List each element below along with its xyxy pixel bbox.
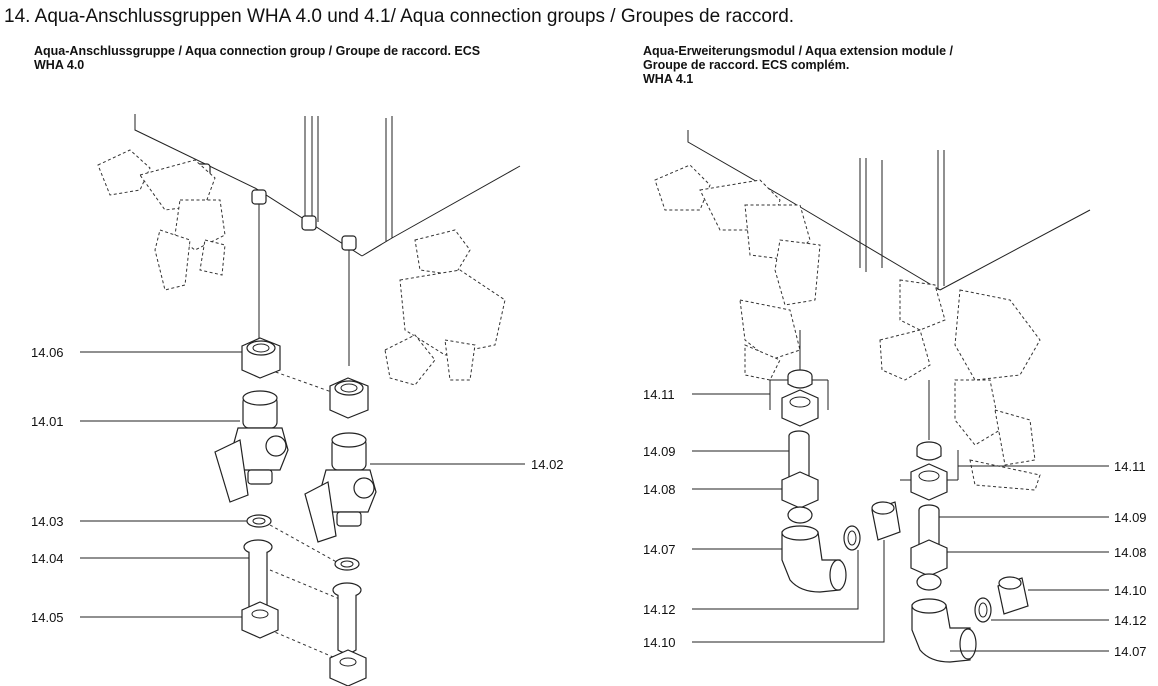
label-14-07-right: 14.07 bbox=[1114, 644, 1147, 659]
part-14-07-elbow-left bbox=[781, 525, 847, 593]
part-14-11-cap-and-nut-right bbox=[910, 441, 948, 501]
left-subtitle-line2: WHA 4.0 bbox=[34, 58, 85, 72]
part-14-09-pipe-left bbox=[788, 430, 810, 481]
right-boiler-housing bbox=[687, 130, 1091, 291]
left-callout-leaders bbox=[80, 351, 525, 618]
label-14-01: 14.01 bbox=[31, 414, 64, 429]
label-14-12-right: 14.12 bbox=[1114, 613, 1147, 628]
part-14-05-nut bbox=[241, 601, 367, 686]
label-14-07-left: 14.07 bbox=[643, 542, 676, 557]
part-14-12-seal-left bbox=[843, 525, 861, 551]
page-heading: 14. Aqua-Anschlussgruppen WHA 4.0 und 4.… bbox=[4, 6, 795, 27]
label-14-04: 14.04 bbox=[31, 551, 64, 566]
label-14-09-left: 14.09 bbox=[643, 444, 676, 459]
left-existing-valves-ghost bbox=[97, 149, 506, 386]
right-panel-subtitle: Aqua-Erweiterungsmodul / Aqua extension … bbox=[643, 44, 953, 86]
label-14-11-left: 14.11 bbox=[643, 387, 675, 402]
part-14-01-ball-valve bbox=[214, 390, 289, 503]
left-panel-subtitle: Aqua-Anschlussgruppe / Aqua connection g… bbox=[34, 44, 480, 72]
part-14-02-ball-valve bbox=[304, 432, 377, 543]
part-14-04-pipe bbox=[243, 539, 362, 654]
part-14-08-nut-right bbox=[910, 539, 948, 591]
right-subtitle-line1: Aqua-Erweiterungsmodul / Aqua extension … bbox=[643, 44, 953, 58]
right-existing-group-ghost bbox=[654, 164, 1041, 491]
right-exploded-view: 14.11 14.09 14.08 14.07 14.12 14.10 14.1… bbox=[643, 130, 1147, 663]
left-exploded-view: 14.06 14.01 14.03 14.04 14.05 14.02 bbox=[31, 114, 564, 686]
right-callout-leaders bbox=[692, 393, 1109, 652]
part-14-06-union-nut bbox=[241, 337, 281, 379]
part-14-10-nipple-left bbox=[871, 501, 901, 541]
right-subtitle-line2: Groupe de raccord. ECS complém. bbox=[643, 58, 850, 72]
right-subtitle-line3: WHA 4.1 bbox=[643, 72, 694, 86]
label-14-05: 14.05 bbox=[31, 610, 64, 625]
part-14-07-elbow-right bbox=[911, 598, 977, 663]
part-14-08-nut-left bbox=[781, 471, 819, 524]
label-14-10-right: 14.10 bbox=[1114, 583, 1147, 598]
label-14-11-right: 14.11 bbox=[1114, 459, 1146, 474]
left-subtitle-line1: Aqua-Anschlussgruppe / Aqua connection g… bbox=[34, 44, 481, 58]
label-14-08-right: 14.08 bbox=[1114, 545, 1147, 560]
part-14-11-cap-and-nut-left bbox=[781, 369, 819, 427]
label-14-09-right: 14.09 bbox=[1114, 510, 1147, 525]
part-14-09-pipe-right bbox=[918, 504, 940, 551]
part-14-10-nipple-right bbox=[997, 576, 1029, 615]
part-union-nut-right bbox=[329, 377, 369, 419]
label-14-02: 14.02 bbox=[531, 457, 564, 472]
label-14-12-left: 14.12 bbox=[643, 602, 676, 617]
label-14-08-left: 14.08 bbox=[643, 482, 676, 497]
label-14-03: 14.03 bbox=[31, 514, 64, 529]
label-14-06: 14.06 bbox=[31, 345, 64, 360]
part-14-03-gasket bbox=[246, 514, 360, 571]
label-14-10-left: 14.10 bbox=[643, 635, 676, 650]
part-14-12-seal-right bbox=[974, 597, 992, 623]
